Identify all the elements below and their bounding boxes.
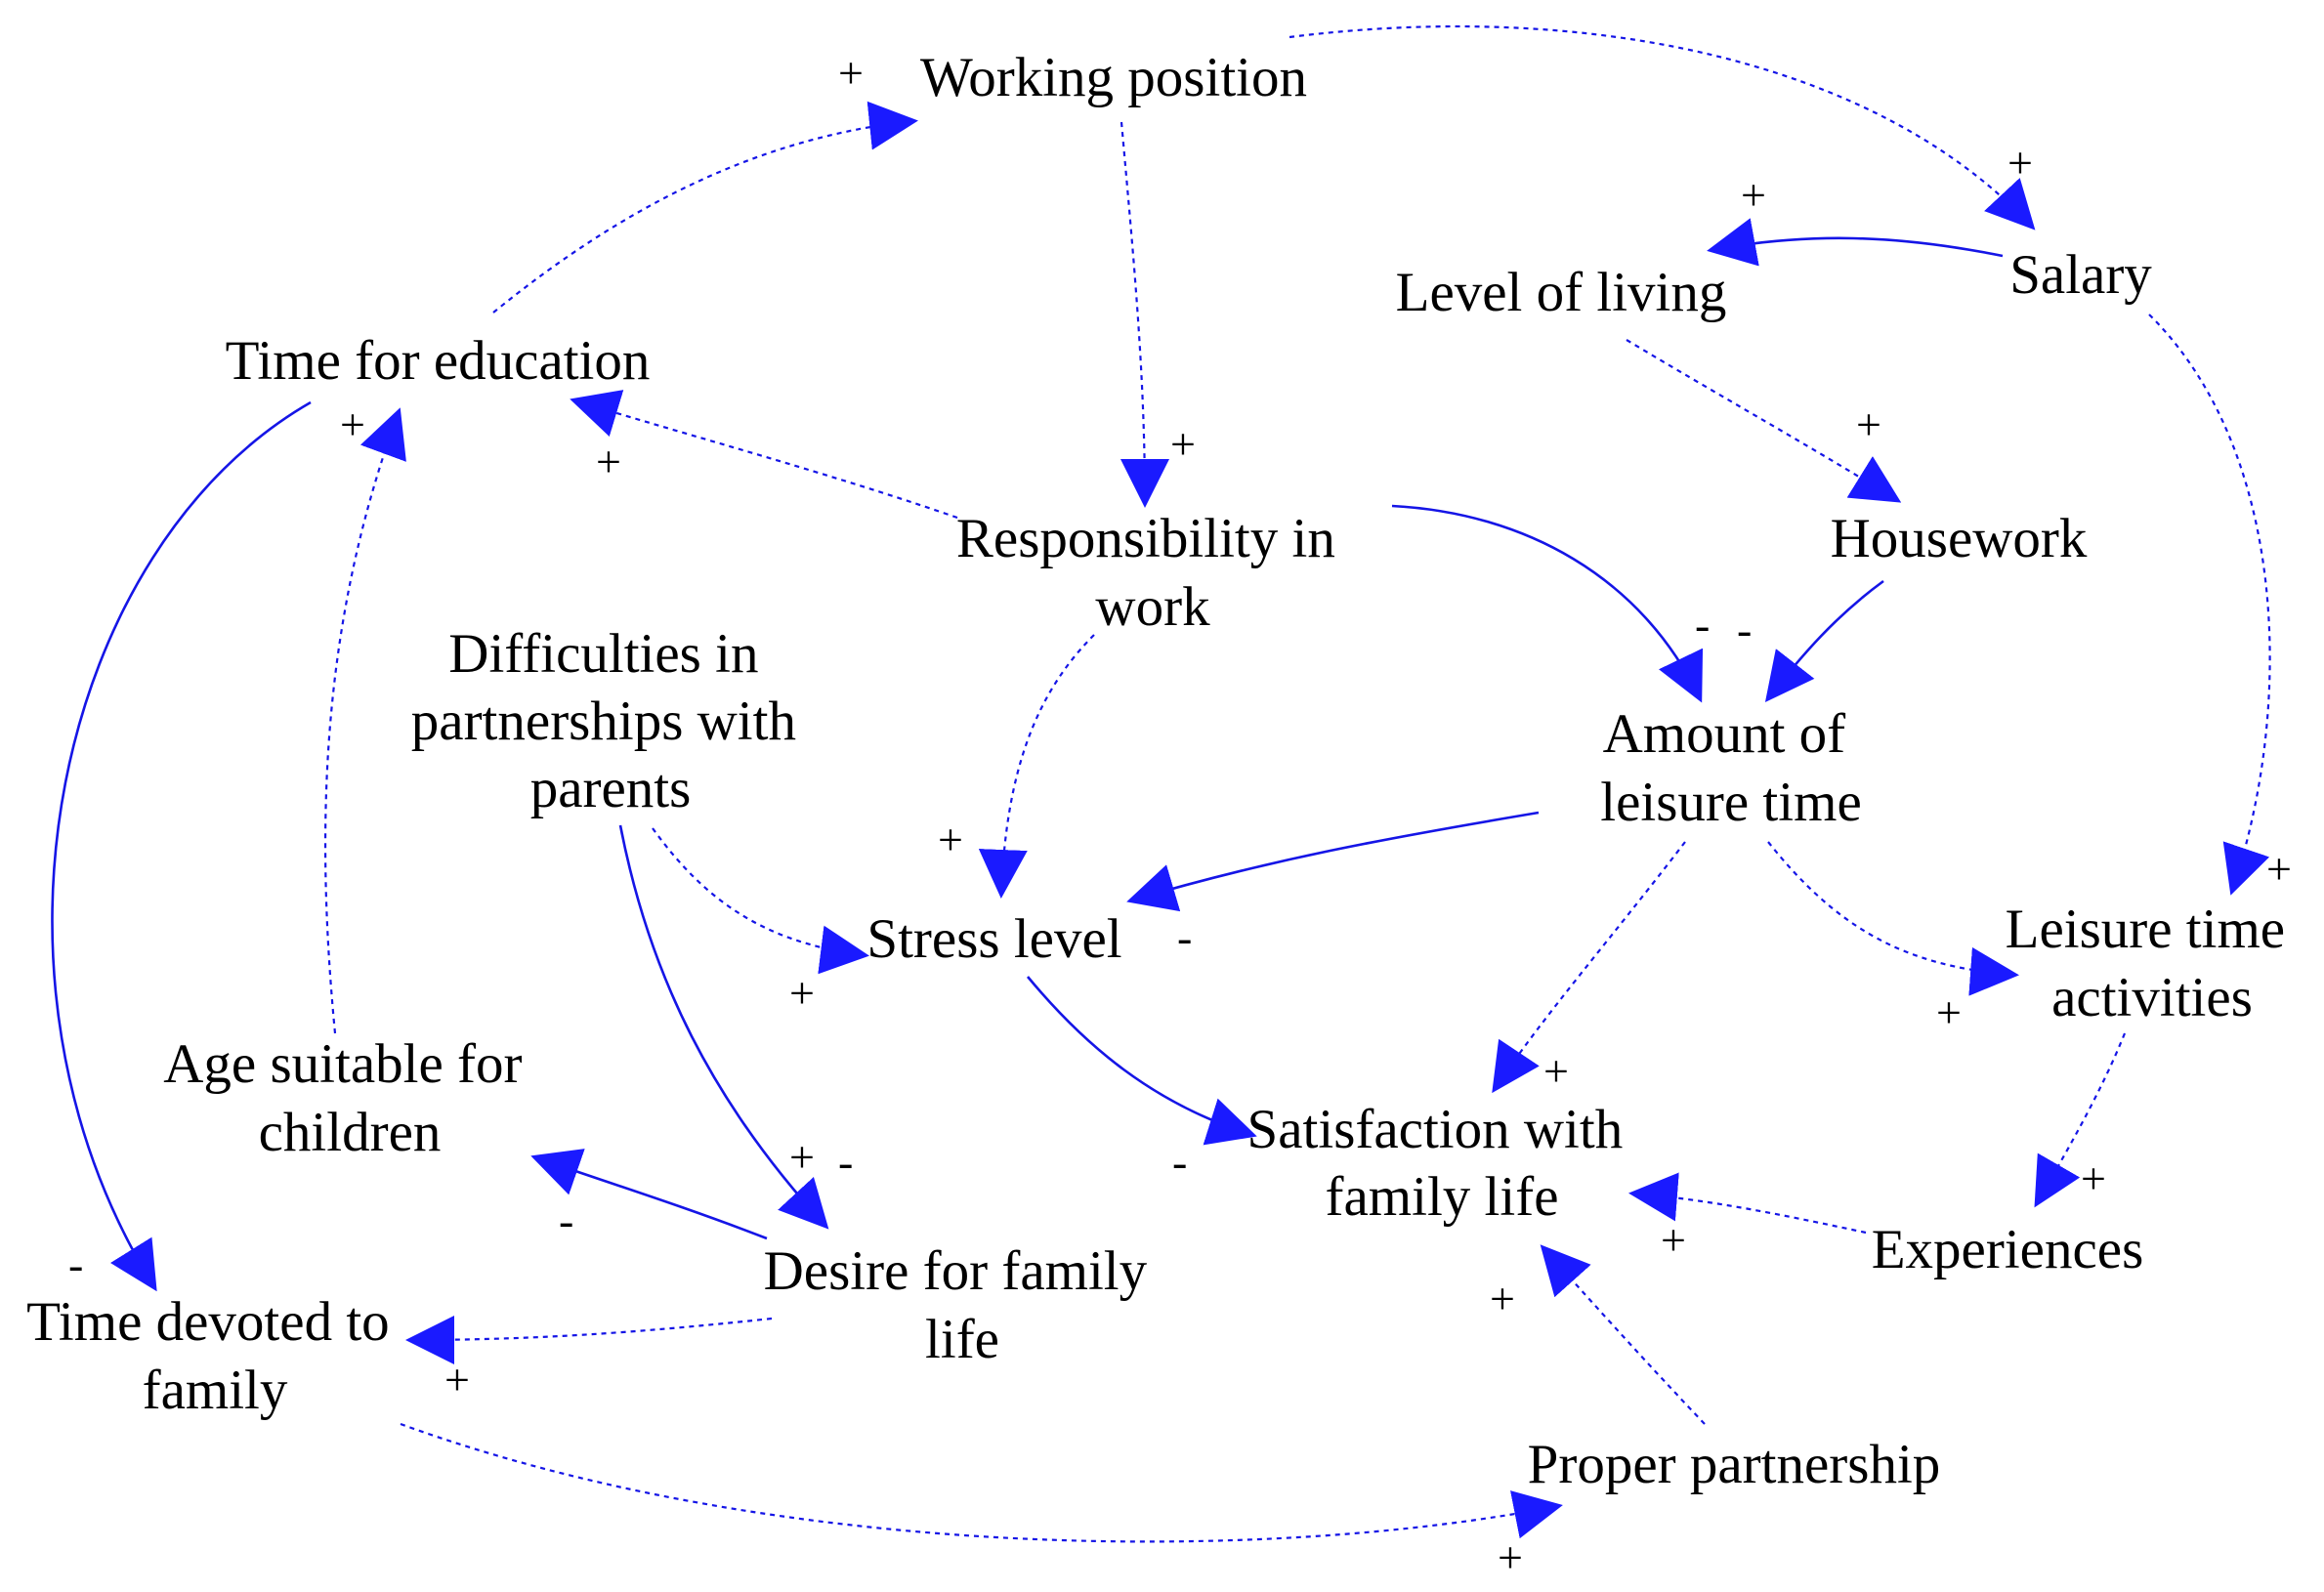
node-line: Desire for family (764, 1240, 1148, 1302)
polarity-label: + (1543, 1046, 1569, 1096)
polarity-label: + (1856, 399, 1881, 449)
link-responsibility-to-stress-level (978, 634, 1095, 899)
polarity-label: + (1661, 1215, 1686, 1265)
link-salary-to-leisure-activities (2148, 314, 2271, 896)
node-amount-of-leisure-time: Amount of leisure time (1600, 703, 1862, 833)
node-line: family (143, 1360, 288, 1421)
link-working-position-to-responsibility (1120, 121, 1169, 508)
node-housework: Housework (1831, 508, 2088, 569)
polarity-label: + (2007, 138, 2033, 188)
link-desire-to-time-devoted (405, 1315, 773, 1364)
polarity-label: + (2081, 1153, 2106, 1203)
polarity-label: - (1695, 600, 1710, 649)
polarity-label: + (596, 437, 621, 486)
node-line: Time devoted to (26, 1291, 390, 1353)
polarity-label: + (1498, 1532, 1523, 1582)
link-desire-to-age-suitable (530, 1149, 768, 1240)
polarity-label: + (789, 1132, 815, 1182)
node-line: family life (1326, 1166, 1559, 1228)
polarity-label: + (444, 1355, 470, 1404)
link-difficulties-to-stress-level (652, 827, 869, 975)
node-line: Leisure time (2006, 899, 2285, 960)
node-age-suitable-for-children: Age suitable for children (163, 1033, 535, 1163)
polarity-label: - (1177, 912, 1192, 962)
link-amount-of-leisure-time-to-leisure-activities (1767, 841, 2019, 996)
node-line: parents (530, 758, 692, 819)
node-level-of-living: Level of living (1396, 262, 1727, 323)
link-responsibility-to-time-for-education (570, 390, 958, 520)
link-amount-of-leisure-time-to-satisfaction (1492, 841, 1686, 1094)
node-proper-partnership: Proper partnership (1528, 1434, 1941, 1495)
node-experiences: Experiences (1872, 1219, 2144, 1280)
node-line: Responsibility in (956, 508, 1335, 569)
link-difficulties-to-desire-for-family-life (618, 824, 829, 1230)
node-line: Time for education (226, 330, 651, 392)
node-line: Difficulties in (448, 623, 758, 685)
node-line: life (925, 1309, 999, 1370)
node-line: activities (2051, 967, 2253, 1028)
node-leisure-time-activities: Leisure time activities (2006, 899, 2300, 1028)
link-working-position-to-salary (1289, 24, 2036, 230)
polarity-label: - (838, 1137, 853, 1187)
node-line: Housework (1831, 508, 2088, 569)
link-time-for-education-to-time-devoted (51, 400, 312, 1292)
polarity-label: + (2266, 844, 2292, 894)
node-salary: Salary (2009, 244, 2152, 306)
polarity-label: + (1741, 170, 1766, 220)
node-line: Stress level (866, 908, 1121, 970)
node-line: work (1095, 576, 1210, 638)
link-time-devoted-to-proper-partnership (400, 1422, 1563, 1543)
link-experiences-to-satisfaction (1628, 1172, 1867, 1235)
node-line: partnerships with (411, 691, 796, 752)
link-amount-of-leisure-time-to-stress-level (1126, 811, 1540, 912)
link-age-suitable-to-time-for-education (323, 407, 406, 1034)
node-line: Level of living (1396, 262, 1727, 323)
link-responsibility-to-amount-of-leisure-time (1391, 504, 1704, 703)
link-time-for-education-to-working-position (492, 101, 918, 314)
polarity-label: + (938, 815, 963, 864)
link-proper-partnership-to-satisfaction (1540, 1244, 1706, 1425)
node-stress-level: Stress level (866, 908, 1121, 970)
node-line: Experiences (1872, 1219, 2144, 1280)
nodes: Working position Salary Level of living … (26, 47, 2300, 1495)
polarity-label: + (789, 968, 815, 1018)
node-line: Proper partnership (1528, 1434, 1941, 1495)
node-line: leisure time (1600, 772, 1862, 833)
polarity-label: + (1936, 987, 1962, 1037)
link-leisure-activities-to-experiences (2034, 1032, 2127, 1208)
node-line: Age suitable for (163, 1033, 522, 1095)
link-housework-to-amount-of-leisure-time (1764, 579, 1884, 702)
node-line: Amount of (1603, 703, 1846, 765)
polarity-labels: + + + + + + + - - + + - + + + + - - - + … (68, 48, 2292, 1582)
polarity-label: + (838, 48, 864, 98)
links (51, 24, 2271, 1543)
polarity-label: - (1172, 1137, 1187, 1187)
link-salary-to-level-of-living (1707, 218, 2004, 267)
node-working-position: Working position (920, 47, 1307, 108)
polarity-label: + (1490, 1274, 1515, 1323)
node-satisfaction-with-family-life: Satisfaction with family life (1247, 1099, 1637, 1228)
polarity-label: - (1737, 605, 1752, 654)
polarity-label: + (1170, 419, 1196, 469)
node-line: Salary (2009, 244, 2152, 306)
link-stress-level-to-satisfaction (1026, 976, 1257, 1146)
node-responsibility-in-work: Responsibility in work (956, 508, 1349, 638)
node-time-devoted-to-family: Time devoted to family (26, 1291, 403, 1421)
node-desire-for-family-life: Desire for family life (764, 1240, 1162, 1370)
node-line: Satisfaction with (1247, 1099, 1624, 1160)
node-time-for-education: Time for education (226, 330, 651, 392)
polarity-label: - (68, 1239, 83, 1289)
link-level-of-living-to-housework (1626, 339, 1902, 503)
node-difficulties-in-partnerships: Difficulties in partnerships with parent… (411, 623, 810, 819)
node-line: children (259, 1102, 442, 1163)
polarity-label: + (340, 399, 365, 449)
polarity-label: - (559, 1195, 573, 1245)
node-line: Working position (920, 47, 1307, 108)
